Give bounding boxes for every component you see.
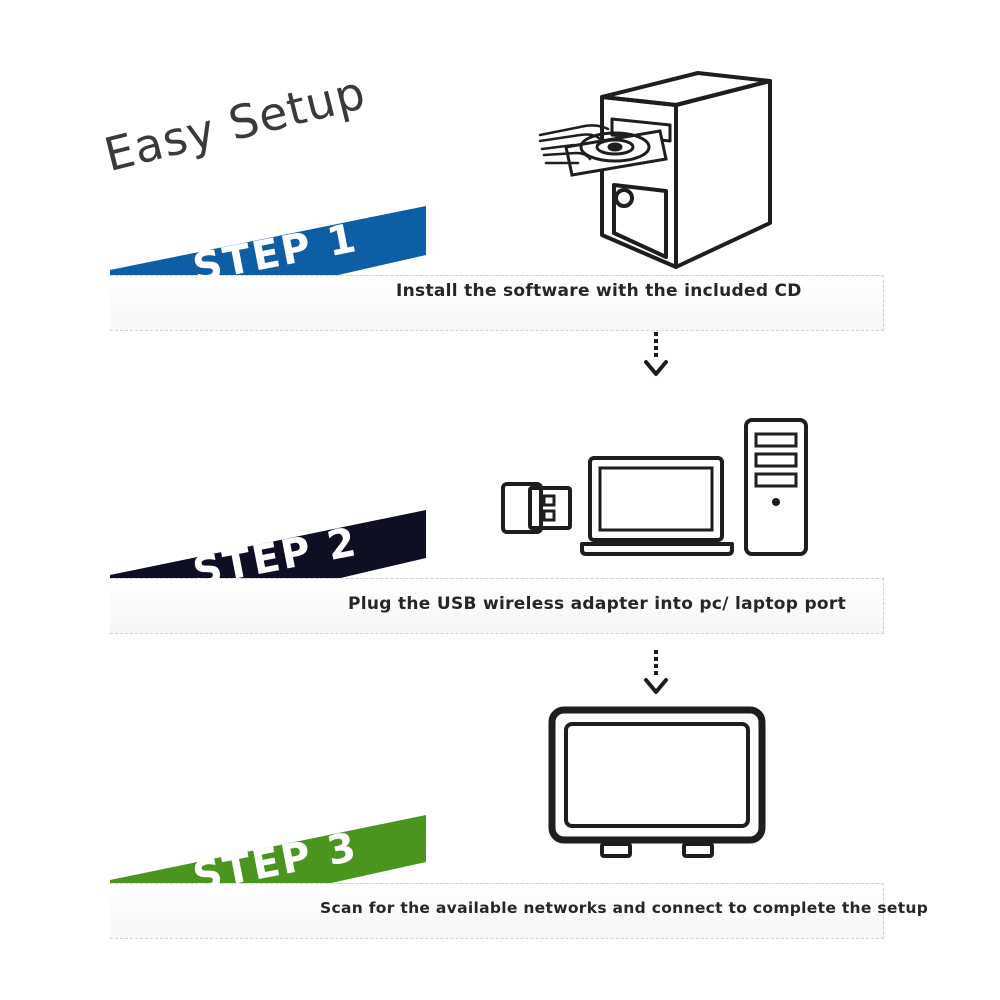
laptop-icon bbox=[580, 456, 734, 556]
step-1-description: Install the software with the included C… bbox=[396, 281, 802, 301]
hand-icon bbox=[538, 124, 610, 165]
step-3-strip bbox=[110, 883, 884, 939]
step-3-description: Scan for the available networks and conn… bbox=[320, 899, 929, 917]
cd-drive-tower-icon bbox=[538, 71, 772, 269]
down-arrow-icon bbox=[644, 332, 668, 376]
step-3-banner bbox=[110, 815, 426, 932]
desktop-tower-icon bbox=[744, 418, 808, 556]
step-1-strip bbox=[110, 275, 884, 331]
step-2-description: Plug the USB wireless adapter into pc/ l… bbox=[348, 594, 847, 614]
step-2-strip bbox=[110, 578, 884, 634]
usb-adapter-icon bbox=[501, 482, 572, 534]
down-arrow-icon bbox=[644, 650, 668, 694]
monitor-icon bbox=[548, 706, 766, 858]
cd-disc-icon bbox=[564, 129, 668, 177]
